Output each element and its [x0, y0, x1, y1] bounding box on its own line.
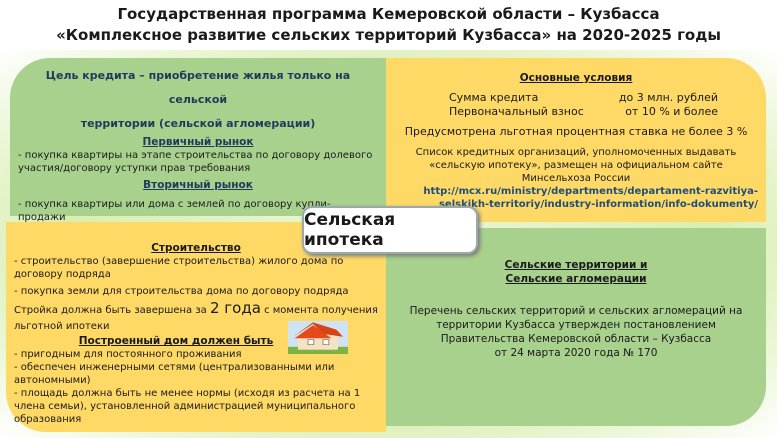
house-image: [288, 321, 348, 354]
rural-mortgage-title: Сельская ипотека: [302, 206, 478, 254]
page-subtitle: «Комплексное развитие сельских территори…: [56, 26, 721, 44]
conditions-heading: Основные условия: [519, 72, 633, 84]
down-payment-value: от 10 % и более: [625, 105, 718, 118]
bank-list-text: Список кредитных организаций, уполномоче…: [415, 147, 737, 184]
goal-line-1: Цель кредита – приобретение жилья только…: [45, 69, 351, 106]
secondary-market-heading: Вторичный рынок: [143, 179, 253, 191]
territories-text-3: Правительства Кемеровской области – Кузб…: [440, 333, 712, 345]
primary-market-text: - покупка квартиры на этапе строительств…: [18, 150, 373, 174]
construction-heading: Строительство: [151, 242, 241, 254]
deadline-pre: Стройка должна быть завершена за: [14, 305, 210, 316]
territories-text-1: Перечень сельских территорий и сельских …: [409, 305, 743, 317]
deadline-years: 2 года: [209, 299, 261, 317]
construction-item-1: - строительство (завершение строительств…: [14, 256, 344, 280]
conditions-panel: Основные условия Сумма кредита до 3 млн. …: [386, 58, 766, 222]
requirement-1: - пригодным для постоянного проживания: [14, 349, 242, 360]
deadline-post: с момента получения льготной ипотеки: [14, 305, 378, 332]
loan-purpose-panel: Цель кредита – приобретение жилья только…: [10, 58, 386, 223]
page-title: Государственная программа Кемеровской об…: [117, 5, 660, 23]
rate-text: Предусмотрена льготная процентная ставка…: [404, 125, 748, 138]
requirement-3: - площадь должна быть не менее нормы (ис…: [14, 388, 361, 425]
secondary-market-text: - покупка квартиры или дома с землей по …: [18, 199, 331, 223]
mcx-link[interactable]: http://mcx.ru/ministry/departments/depar…: [423, 186, 758, 210]
down-payment-label: Первоначальный взнос: [449, 105, 584, 118]
primary-market-heading: Первичный рынок: [142, 136, 254, 148]
rural-territories-panel: Сельские территории и Сельские агломерац…: [386, 228, 766, 426]
territories-heading-1: Сельские территории и: [504, 259, 648, 271]
amount-value: до 3 млн. рублей: [618, 91, 718, 104]
territories-text-4: от 24 марта 2020 года № 170: [494, 347, 658, 359]
requirement-2: - обеспечен инженерными сетями (централи…: [14, 362, 335, 386]
amount-label: Сумма кредита: [449, 91, 539, 104]
goal-line-2: территории (сельской агломерации): [80, 117, 316, 130]
house-requirements-heading: Построенный дом должен быть: [78, 335, 274, 347]
territories-text-2: территории Кузбасса утвержден постановле…: [436, 319, 716, 331]
construction-item-2: - покупка земли для строительства дома п…: [14, 286, 349, 297]
territories-heading-2: Сельские агломерации: [505, 273, 647, 285]
